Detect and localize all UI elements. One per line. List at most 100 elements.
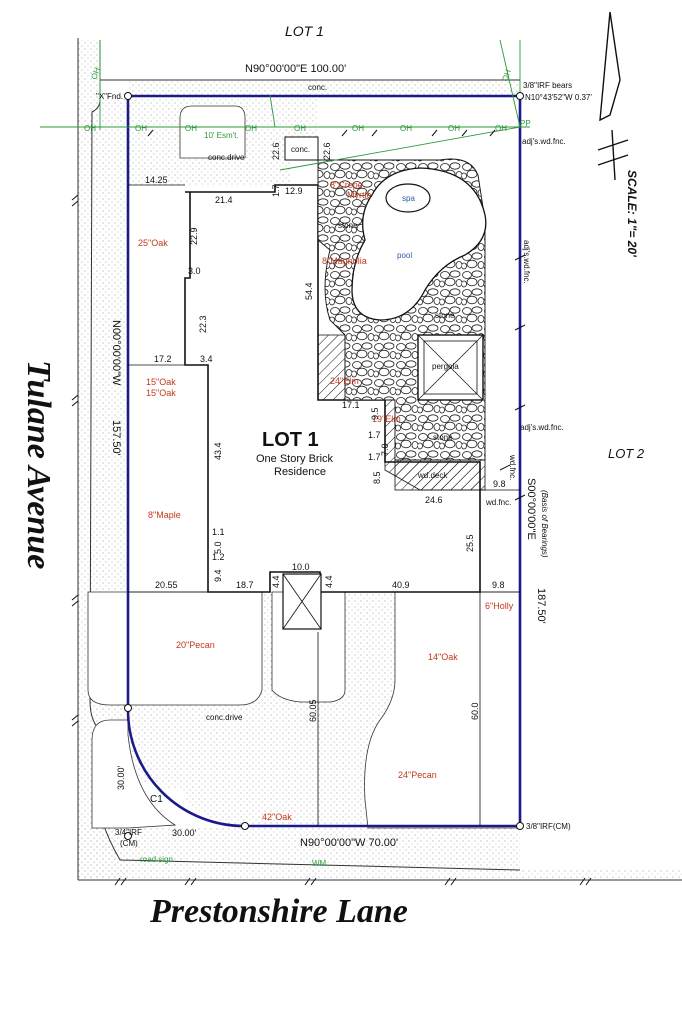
tree-oak-42: 42"Oak bbox=[262, 812, 292, 822]
oh-label: OH bbox=[500, 68, 513, 83]
corner-pp: PP bbox=[520, 119, 531, 128]
label-residence-2: Residence bbox=[274, 466, 326, 478]
lawn-corner bbox=[91, 719, 177, 829]
dim: 9.5 bbox=[370, 407, 380, 420]
feat-stone-1: stone bbox=[338, 221, 358, 230]
tree-oak-15a: 15"Oak bbox=[146, 377, 176, 387]
tree-elm-19: 19"Elm bbox=[372, 414, 401, 424]
irf-bears: 3/8"IRF bears bbox=[523, 81, 572, 90]
dim: 17.1 bbox=[342, 400, 360, 410]
dim: 25.5 bbox=[465, 534, 475, 552]
dim: 24.6 bbox=[425, 495, 443, 505]
corner-irf-se: 3/8"IRF(CM) bbox=[526, 822, 571, 831]
walkway-box bbox=[282, 573, 322, 630]
feat-esmt: 10' Esm't. bbox=[204, 131, 239, 140]
tree-pecan-20: 20"Pecan bbox=[176, 640, 215, 650]
north-arrow-scale bbox=[597, 11, 629, 181]
dim: 40.9 bbox=[392, 580, 410, 590]
tree-crepe-myrtle: 8"Crepe bbox=[330, 180, 363, 190]
dim: 1.1 bbox=[212, 527, 225, 537]
feat-adj-wd-fnc-3: adj's.wd.fnc. bbox=[520, 423, 564, 432]
corner-x-fnd: "X"Fnd. bbox=[96, 92, 123, 101]
curve-r1: 30.00' bbox=[116, 765, 126, 790]
bearing-north: N90°00'00"E 100.00' bbox=[245, 63, 346, 75]
feat-pergola: pergola bbox=[432, 362, 459, 371]
dim: 18.7 bbox=[236, 580, 254, 590]
deck-wd bbox=[394, 454, 486, 491]
feat-wd-fnc-2: wd.fnc. bbox=[485, 498, 511, 507]
corner-irf-sw-cm: (CM) bbox=[120, 839, 138, 848]
tree-holly: 6"Holly bbox=[485, 601, 514, 611]
tree-elm-24: 24"Elm bbox=[330, 376, 359, 386]
feat-stone-3: stone bbox=[433, 433, 453, 442]
oh-label: OH bbox=[135, 124, 147, 133]
tree-oak-14: 14"Oak bbox=[428, 652, 458, 662]
dim: 3.4 bbox=[200, 354, 213, 364]
oh-label: OH bbox=[84, 124, 96, 133]
dim: 10.0 bbox=[292, 562, 310, 572]
dim: 17.2 bbox=[154, 354, 172, 364]
bearing-south: N90°00'00"W 70.00' bbox=[300, 837, 398, 849]
dim: 60.0 bbox=[470, 702, 480, 720]
dim: 1.7 bbox=[271, 184, 281, 197]
dim: 5.0 bbox=[213, 541, 223, 554]
oh-label: OH bbox=[185, 124, 197, 133]
corner-irf-sw: 3/4"IRF bbox=[115, 828, 142, 837]
curve-r2: 30.00' bbox=[172, 828, 197, 838]
overhead-lines bbox=[40, 39, 530, 171]
conc-pad bbox=[284, 136, 319, 161]
label-lot1-top: LOT 1 bbox=[285, 23, 324, 39]
curve-c1: C1 bbox=[150, 794, 163, 805]
feat-wd-deck: wd.deck bbox=[417, 471, 448, 480]
dim: 1.2 bbox=[212, 552, 225, 562]
tree-crepe-myrtle-2: Myrtle bbox=[347, 190, 372, 200]
dim: 54.4 bbox=[304, 282, 314, 300]
oh-label: OH bbox=[352, 124, 364, 133]
tree-pecan-24: 24"Pecan bbox=[398, 770, 437, 780]
dim: 1.7 bbox=[368, 452, 381, 462]
spa bbox=[385, 183, 431, 213]
oh-label: OH bbox=[495, 124, 507, 133]
feat-conc-drive-bottom: conc.drive bbox=[206, 713, 243, 722]
scale-text: SCALE: 1"= 20' bbox=[625, 170, 639, 258]
oh-label: OH bbox=[400, 124, 412, 133]
oh-label: OH bbox=[448, 124, 460, 133]
dim: 60.05 bbox=[308, 699, 318, 722]
dim: 9.8 bbox=[493, 479, 506, 489]
feat-conc-top: conc. bbox=[308, 83, 327, 92]
dim: 43.4 bbox=[213, 442, 223, 460]
property-boundary bbox=[126, 94, 522, 828]
dim: 7.0 bbox=[380, 443, 390, 456]
oh-label: OH bbox=[245, 124, 257, 133]
dim: 9.8 bbox=[492, 580, 505, 590]
dim: 22.6 bbox=[271, 142, 281, 160]
feat-conc-drive-top: conc.drive bbox=[208, 153, 245, 162]
label-lot1-main: LOT 1 bbox=[262, 429, 319, 451]
dim: 4.4 bbox=[324, 575, 334, 588]
dim: 22.6 bbox=[322, 142, 332, 160]
irf-bears-2: N10°43'52"W 0.37' bbox=[525, 93, 592, 102]
feat-stone-2: stone bbox=[435, 311, 455, 320]
feat-adj-wd-fnc-2: adj's.wd.fnc. bbox=[522, 240, 531, 284]
tree-maple: 8"Maple bbox=[148, 510, 181, 520]
dim: 12.9 bbox=[285, 186, 303, 196]
road-shoulder-bottom bbox=[78, 825, 682, 880]
dim: 9.4 bbox=[213, 569, 223, 582]
label-residence-1: One Story Brick bbox=[256, 453, 334, 465]
lawn-right bbox=[364, 591, 521, 829]
feat-conc-small: conc. bbox=[291, 145, 310, 154]
label-lot2: LOT 2 bbox=[608, 446, 645, 461]
drive-top-rounded bbox=[179, 105, 246, 159]
dim: 1.7 bbox=[368, 430, 381, 440]
dim: 8.5 bbox=[372, 471, 382, 484]
feat-spa: spa bbox=[402, 194, 415, 203]
street-prestonshire: Prestonshire Lane bbox=[149, 893, 408, 930]
street-tulane: Tulane Avenue bbox=[20, 360, 57, 569]
fence-ticks bbox=[71, 129, 592, 886]
tree-oak-15b: 15"Oak bbox=[146, 388, 176, 398]
bearing-east: S00°00'00"E bbox=[525, 478, 537, 540]
corner-monuments bbox=[124, 92, 524, 840]
pool bbox=[351, 167, 487, 321]
